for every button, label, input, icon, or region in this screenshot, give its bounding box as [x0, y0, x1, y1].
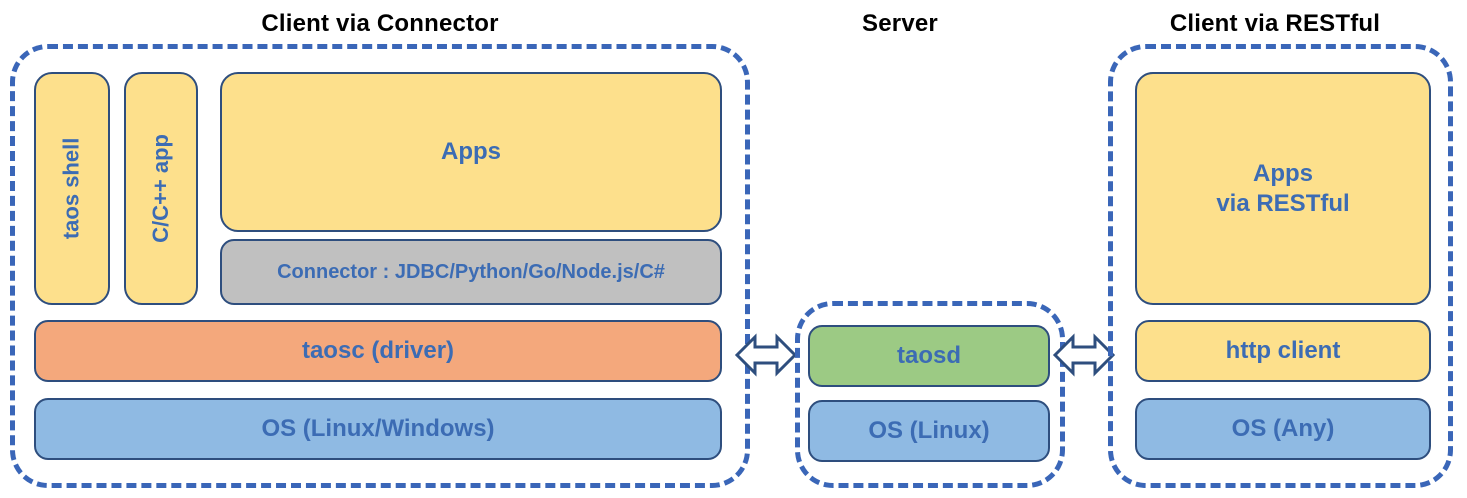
box-os-linux-windows-label: OS (Linux/Windows) — [261, 415, 495, 443]
box-http-client[interactable]: http client — [1135, 320, 1431, 382]
box-c-cpp-app-label: C/C++ app — [147, 134, 173, 243]
box-apps-via-restful-line2: via RESTful — [1216, 189, 1350, 217]
group-server — [795, 301, 1065, 488]
box-apps-via-restful-label: Apps via RESTful — [1216, 159, 1349, 218]
box-c-cpp-app[interactable]: C/C++ app — [124, 72, 198, 305]
box-http-client-label: http client — [1225, 337, 1341, 365]
box-taos-shell-label: taos shell — [58, 137, 84, 240]
box-os-linux-label: OS (Linux) — [868, 417, 990, 445]
group-client-via-connector — [10, 44, 750, 488]
box-connector-list[interactable]: Connector : JDBC/Python/Go/Node.js/C# — [220, 239, 722, 305]
section-title-client-restful: Client via RESTful — [1169, 10, 1381, 37]
arrow-server-to-restful — [1053, 330, 1115, 380]
group-client-via-restful — [1108, 44, 1453, 488]
section-title-server: Server — [862, 10, 938, 37]
section-title-client-connector: Client via Connector — [261, 10, 499, 37]
box-apps-connector[interactable]: Apps — [220, 72, 722, 232]
box-taosd-label: taosd — [896, 342, 961, 370]
box-taosd[interactable]: taosd — [808, 325, 1050, 387]
arrow-connector-to-server — [735, 330, 797, 380]
box-os-any-label: OS (Any) — [1231, 415, 1335, 443]
box-os-linux[interactable]: OS (Linux) — [808, 400, 1050, 462]
box-os-linux-windows[interactable]: OS (Linux/Windows) — [34, 398, 722, 460]
box-apps-via-restful-line1: Apps — [1252, 160, 1313, 188]
box-taosc-driver-label: taosc (driver) — [301, 337, 455, 365]
box-os-any[interactable]: OS (Any) — [1135, 398, 1431, 460]
box-apps-via-restful[interactable]: Apps via RESTful — [1135, 72, 1431, 305]
box-taosc-driver[interactable]: taosc (driver) — [34, 320, 722, 382]
box-taos-shell[interactable]: taos shell — [34, 72, 110, 305]
box-apps-connector-label: Apps — [441, 138, 501, 166]
box-connector-list-label: Connector : JDBC/Python/Go/Node.js/C# — [277, 260, 665, 283]
